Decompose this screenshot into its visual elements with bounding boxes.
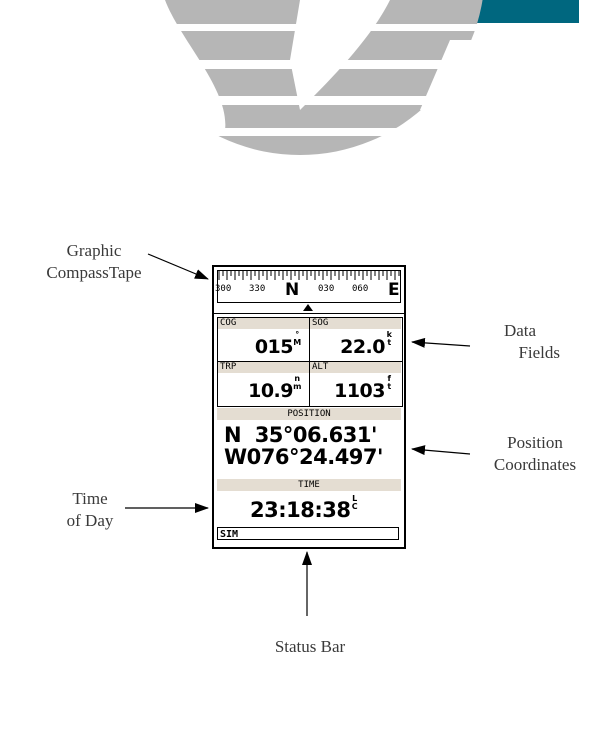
callout-compass-tape: Graphic CompassTape <box>44 240 144 284</box>
compass-label-330: 330 <box>249 284 266 294</box>
arrow-position <box>411 445 471 456</box>
callout-data-fields: Data Fields <box>480 320 560 364</box>
field-sog-label: SOG <box>310 318 401 329</box>
field-divider-vertical <box>309 318 310 406</box>
callout-position-line2: Coordinates <box>493 455 577 474</box>
alt-unit-top: f <box>387 374 391 383</box>
field-divider-horizontal <box>218 361 402 362</box>
compass-label-030: 030 <box>318 284 335 294</box>
callout-data-line2: Fields <box>518 343 560 362</box>
cog-unit-bottom: M <box>293 338 301 347</box>
field-cog[interactable]: COG 015°M <box>218 318 309 361</box>
time-label: TIME <box>217 479 401 491</box>
sog-unit-bottom: t <box>387 338 391 347</box>
compass-label-060: 060 <box>352 284 369 294</box>
field-alt-label: ALT <box>310 362 401 373</box>
callout-position: Position Coordinates <box>470 432 600 476</box>
trp-unit-top: n <box>294 374 300 383</box>
callout-compass-line1: Graphic <box>66 241 122 260</box>
status-bar: SIM <box>217 527 399 540</box>
callout-time-line2: of Day <box>66 511 114 530</box>
field-cog-label: COG <box>218 318 309 329</box>
position-coordinates: N 35°06.631' W076°24.497' <box>224 424 383 468</box>
cog-unit-top: ° <box>295 330 299 339</box>
arrow-data-fields <box>411 337 471 348</box>
heading-pointer-icon <box>303 304 313 311</box>
trp-unit-bottom: m <box>293 382 301 391</box>
position-longitude: W076°24.497' <box>224 445 383 469</box>
arrow-compass <box>147 253 209 280</box>
callout-data-line1: Data <box>503 321 537 340</box>
field-trp-label: TRP <box>218 362 309 373</box>
alt-unit-bottom: t <box>387 382 391 391</box>
alt-value: 1103 <box>334 380 385 402</box>
compass-ticks <box>218 271 400 280</box>
callout-time-line1: Time <box>72 489 108 508</box>
position-label: POSITION <box>217 408 401 420</box>
compass-label-n: N <box>285 280 300 300</box>
compass-label-e: E <box>388 280 400 300</box>
callout-status-bar: Status Bar <box>274 637 346 656</box>
position-latitude: N 35°06.631' <box>224 423 377 447</box>
compass-scale: 300 330 N 030 060 E <box>215 270 401 303</box>
field-cog-value: 015°M <box>255 331 301 359</box>
sog-unit-top: k <box>386 330 392 339</box>
compass-tape: 300 330 N 030 060 E <box>214 267 404 314</box>
time-unit-bottom: C <box>351 502 358 511</box>
compass-label-300: 300 <box>215 284 232 294</box>
sog-value: 22.0 <box>340 336 385 358</box>
callout-time: Time of Day <box>50 488 130 532</box>
cog-unit: °M <box>293 331 301 347</box>
cog-value: 015 <box>254 336 294 358</box>
globe-logo <box>115 0 485 155</box>
callout-compass-line2: CompassTape <box>46 263 142 282</box>
trp-value: 10.9 <box>248 380 293 402</box>
time-unit-top: L <box>352 494 357 503</box>
time-value: 23:18:38 <box>250 498 351 522</box>
callout-position-line1: Position <box>507 433 563 452</box>
